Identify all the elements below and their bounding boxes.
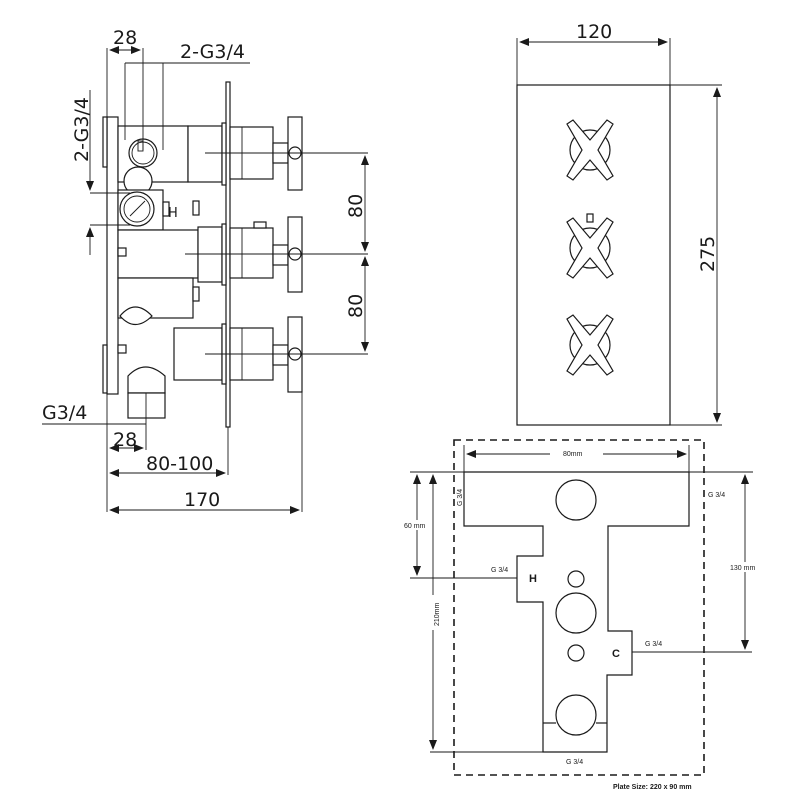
dim-height: 275 <box>697 236 719 272</box>
cold-inlet-label: G 3/4 <box>645 641 662 648</box>
dim-total-depth: 170 <box>184 489 220 511</box>
hot-mark: H <box>168 206 178 221</box>
side-view: H 28 2-G3/4 <box>42 27 369 514</box>
dim-60mm: 60 mm <box>404 523 426 530</box>
top-left-inlet: G 3/4 <box>457 489 464 506</box>
top-right-inlet: G 3/4 <box>708 492 725 499</box>
valve-bottom <box>117 277 303 419</box>
front-plate <box>225 81 231 428</box>
dim-80mm: 80mm <box>563 451 583 458</box>
dim-bottom-width: 28 <box>113 429 137 451</box>
dim-depth-range: 80-100 <box>146 453 213 475</box>
plan-view: 80mm G 3/4 G 3/4 60 mm 210mm 130 mm G 3/… <box>402 439 763 791</box>
dim-top-width: 28 <box>113 27 137 49</box>
dim-left-inlet: 2-G3/4 <box>71 97 93 162</box>
face-plate <box>516 84 671 426</box>
hot-label: H <box>529 573 537 585</box>
dim-130mm: 130 mm <box>730 565 755 572</box>
valve-body-outline <box>463 471 690 753</box>
dim-outlet: G3/4 <box>42 402 87 424</box>
dim-210mm: 210mm <box>434 602 441 626</box>
dim-spacing-2: 80 <box>345 294 367 318</box>
back-plate <box>106 116 119 395</box>
hot-inlet-label: G 3/4 <box>491 567 508 574</box>
dim-width: 120 <box>576 21 612 43</box>
cross-handle-icon <box>566 314 614 376</box>
valve-middle: H <box>117 166 303 293</box>
front-view: 120 275 <box>516 21 722 426</box>
dim-spacing-1: 80 <box>345 194 367 218</box>
plate-size: Plate Size: 220 x 90 mm <box>613 784 692 791</box>
plate-outline <box>453 439 705 776</box>
cross-handle-icon <box>566 119 614 181</box>
dim-top-inlet: 2-G3/4 <box>180 41 245 63</box>
cold-label: C <box>612 648 620 660</box>
bottom-outlet-label: G 3/4 <box>566 759 583 766</box>
cross-handle-icon <box>566 213 614 279</box>
